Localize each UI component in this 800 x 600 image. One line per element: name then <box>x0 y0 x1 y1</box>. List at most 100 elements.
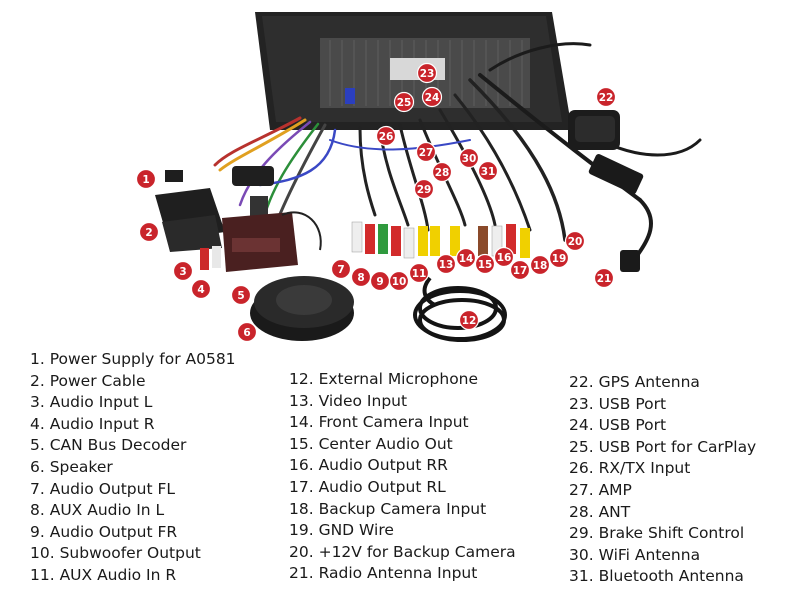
svg-text:18: 18 <box>533 260 548 272</box>
svg-text:13: 13 <box>439 259 454 271</box>
svg-text:17: 17 <box>513 265 528 277</box>
legend-item: 29. Brake Shift Control <box>569 524 745 543</box>
audio-input-plugs <box>200 246 221 270</box>
legend-item: 21. Radio Antenna Input <box>289 564 478 583</box>
marker-25: 25 <box>393 91 415 113</box>
microphone-coil <box>413 276 507 342</box>
legend-item: 22. GPS Antenna <box>569 373 700 391</box>
svg-text:21: 21 <box>597 273 612 285</box>
legend-item: 14. Front Camera Input <box>289 413 469 432</box>
legend-item: 18. Backup Camera Input <box>289 499 487 518</box>
marker-15: 15 <box>474 253 496 275</box>
svg-text:24: 24 <box>425 92 440 104</box>
marker-9: 9 <box>369 270 391 292</box>
legend-item: 1. Power Supply for A0581 <box>30 350 236 368</box>
marker-8: 8 <box>350 266 372 288</box>
legend-item: 25. USB Port for CarPlay <box>569 437 757 456</box>
power-connectors <box>155 166 274 252</box>
rca-plugs <box>351 221 530 259</box>
marker-23: 23 <box>416 62 438 84</box>
marker-11: 11 <box>408 262 430 284</box>
marker-13: 13 <box>435 253 457 275</box>
legend-item: 12. External Microphone <box>289 370 479 388</box>
svg-text:3: 3 <box>179 266 186 278</box>
marker-28: 28 <box>431 161 453 183</box>
speaker <box>250 211 354 341</box>
svg-text:31: 31 <box>481 166 496 178</box>
legend-item: 20. +12V for Backup Camera <box>289 542 516 561</box>
marker-6: 6 <box>236 321 258 343</box>
marker-27: 27 <box>415 141 437 163</box>
svg-text:20: 20 <box>568 236 583 248</box>
marker-5: 5 <box>230 284 252 306</box>
marker-30: 30 <box>458 147 480 169</box>
legend-column-2: 12. External Microphone 13. Video Input … <box>289 369 516 585</box>
marker-21: 21 <box>593 267 615 289</box>
svg-text:27: 27 <box>419 147 434 159</box>
svg-text:8: 8 <box>357 272 364 284</box>
marker-2: 2 <box>138 221 160 243</box>
legend-item: 31. Bluetooth Antenna <box>569 567 744 586</box>
legend-item: 30. WiFi Antenna <box>569 545 701 564</box>
marker-10: 10 <box>388 270 410 292</box>
can-decoder-box <box>222 212 298 272</box>
svg-text:6: 6 <box>243 327 250 339</box>
svg-text:22: 22 <box>599 92 614 104</box>
marker-26: 26 <box>375 125 397 147</box>
svg-text:11: 11 <box>412 268 427 280</box>
legend-item: 15. Center Audio Out <box>289 434 453 453</box>
marker-20: 20 <box>564 230 586 252</box>
svg-text:19: 19 <box>552 253 567 265</box>
svg-text:14: 14 <box>459 253 474 265</box>
legend-item: 8. AUX Audio In L <box>30 501 165 520</box>
marker-29: 29 <box>413 178 435 200</box>
legend-item: 6. Speaker <box>30 457 113 476</box>
legend-item: 23. USB Port <box>569 394 667 413</box>
svg-text:2: 2 <box>145 227 152 239</box>
legend-item: 27. AMP <box>569 480 632 499</box>
marker-17: 17 <box>509 259 531 281</box>
legend-item: 13. Video Input <box>289 391 408 410</box>
radio-antenna-plug <box>620 250 640 272</box>
marker-24: 24 <box>421 86 443 108</box>
legend-item: 7. Audio Output FL <box>30 479 176 498</box>
legend-column-3: 22. GPS Antenna 23. USB Port 24. USB Por… <box>569 372 756 588</box>
legend-column-1: 1. Power Supply for A0581 2. Power Cable… <box>30 349 236 587</box>
svg-text:5: 5 <box>237 290 244 302</box>
legend-item: 3. Audio Input L <box>30 393 153 412</box>
marker-22: 22 <box>595 86 617 108</box>
gps-antenna <box>568 110 644 194</box>
svg-text:15: 15 <box>478 259 493 271</box>
marker-31: 31 <box>477 160 499 182</box>
svg-text:7: 7 <box>337 264 344 276</box>
legend-item: 19. GND Wire <box>289 521 394 540</box>
legend-item: 5. CAN Bus Decoder <box>30 436 187 455</box>
svg-text:30: 30 <box>462 153 477 165</box>
svg-text:10: 10 <box>392 276 407 288</box>
marker-18: 18 <box>529 254 551 276</box>
svg-text:1: 1 <box>142 174 149 186</box>
marker-7: 7 <box>330 258 352 280</box>
svg-text:29: 29 <box>417 184 432 196</box>
svg-text:12: 12 <box>462 315 477 327</box>
svg-text:25: 25 <box>397 97 412 109</box>
legend-item: 16. Audio Output RR <box>289 456 448 475</box>
svg-text:16: 16 <box>497 252 512 264</box>
legend-item: 11. AUX Audio In R <box>30 565 177 584</box>
svg-text:26: 26 <box>379 131 394 143</box>
legend-item: 17. Audio Output RL <box>289 477 446 496</box>
wiring-harness-photo: 1 2 3 4 5 6 7 8 9 10 11 12 13 14 15 16 1… <box>135 12 702 343</box>
marker-3: 3 <box>172 260 194 282</box>
svg-text:23: 23 <box>420 68 435 80</box>
legend-item: 10. Subwoofer Output <box>30 544 201 563</box>
legend-item: 24. USB Port <box>569 416 667 435</box>
marker-1: 1 <box>135 168 157 190</box>
marker-16: 16 <box>493 246 515 268</box>
legend-item: 9. Audio Output FR <box>30 522 178 541</box>
marker-14: 14 <box>455 247 477 269</box>
marker-4: 4 <box>190 278 212 300</box>
legend-item: 26. RX/TX Input <box>569 459 691 478</box>
legend-item: 2. Power Cable <box>30 371 146 390</box>
svg-text:9: 9 <box>376 276 383 288</box>
marker-19: 19 <box>548 247 570 269</box>
